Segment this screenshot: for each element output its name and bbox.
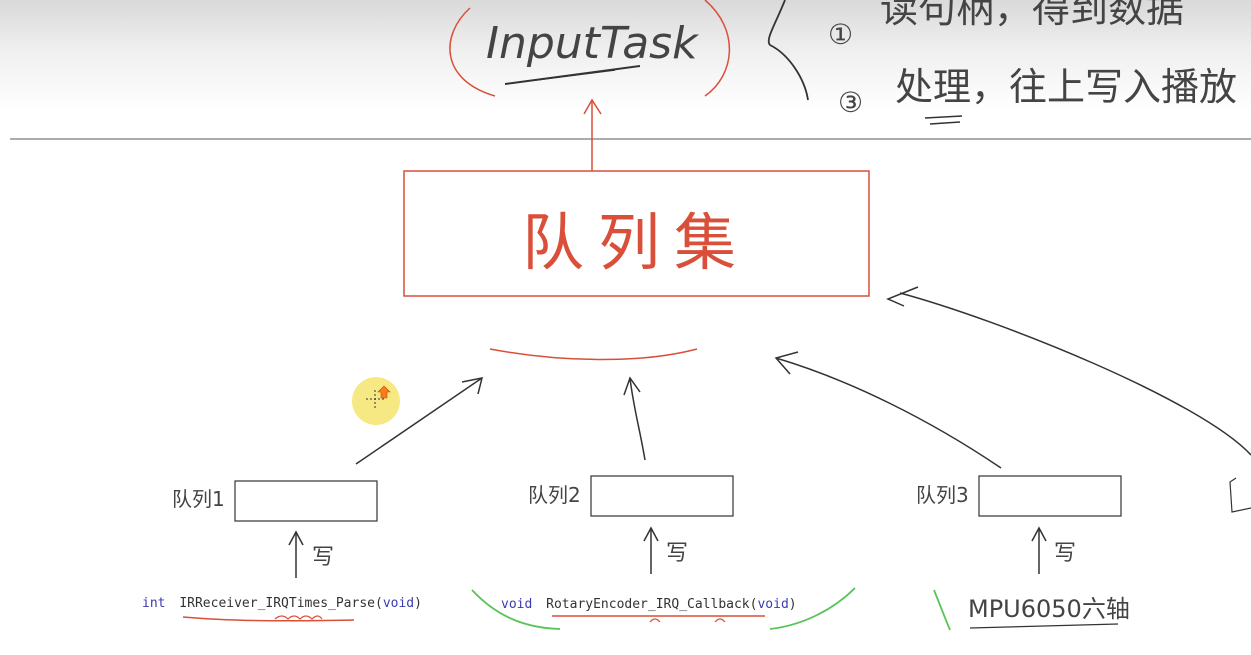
- input-task-label: InputTask: [486, 18, 699, 69]
- source-ir: int IRReceiver_IRQTimes_Parse(void): [142, 596, 422, 622]
- arrow-queue1-to-set: [355, 377, 483, 465]
- queue-set-box: [403, 170, 870, 297]
- queue-1-label: 队列1: [172, 487, 225, 511]
- queue-set-arc: [489, 348, 698, 361]
- pointer-highlight: [352, 377, 400, 425]
- queue-4-partial: [1229, 477, 1251, 513]
- arrow-queue3-to-set: [775, 357, 1002, 469]
- arrow-queue3-head: [774, 351, 799, 375]
- source-encoder-arc-right: [769, 587, 856, 630]
- source-mpu: MPU6050六轴: [933, 589, 1130, 631]
- queue-2-box: [590, 475, 734, 517]
- arrow-queue2-head: [623, 376, 641, 396]
- queue-2-write-label: 写: [666, 541, 688, 566]
- note-1-marker: ①: [828, 18, 853, 51]
- source-encoder-function-name: RotaryEncoder_IRQ_Callback: [546, 597, 750, 612]
- queue-1-box: [234, 480, 378, 522]
- source-encoder: void RotaryEncoder_IRQ_Callback(void): [471, 587, 856, 630]
- arrow-to-input-task: [583, 98, 602, 171]
- notes-group: ① 读句柄，得到数据 ③ 处理，往上写入播放: [828, 0, 1237, 125]
- queue-arrows: [355, 286, 1251, 469]
- source-encoder-param: void: [757, 597, 788, 612]
- arrow-queue4-to-set: [899, 292, 1251, 456]
- queue-set-label: 队列集: [522, 206, 750, 279]
- crosshair-icon: [366, 390, 384, 408]
- source-mpu-underline: [969, 623, 1119, 629]
- queue-3: 队列3 写: [916, 475, 1122, 574]
- source-ir-underline: [182, 616, 355, 622]
- top-gradient-band: [0, 0, 1251, 110]
- note-1-text: 读句柄，得到数据: [880, 0, 1184, 31]
- queue-3-label: 队列3: [916, 483, 969, 507]
- source-ir-function-name: IRReceiver_IRQTimes_Parse: [179, 596, 375, 611]
- queue-1: 队列1 写: [172, 480, 378, 578]
- queue-2: 队列2 写: [528, 475, 734, 574]
- input-task-ellipse-left: [449, 7, 496, 97]
- source-encoder-code: void RotaryEncoder_IRQ_Callback(void): [501, 597, 797, 612]
- queue-3-write-label: 写: [1054, 541, 1076, 566]
- source-encoder-arc-left: [471, 589, 561, 630]
- queue-1-write-label: 写: [312, 545, 334, 570]
- queue-2-label: 队列2: [528, 483, 581, 507]
- source-ir-code: int IRReceiver_IRQTimes_Parse(void): [142, 596, 422, 611]
- arrow-queue1-head: [461, 377, 484, 395]
- input-task-ellipse-right: [704, 0, 731, 97]
- input-task-group: InputTask: [449, 0, 731, 97]
- source-encoder-return-type: void: [501, 597, 532, 612]
- queue-3-box: [978, 475, 1122, 517]
- source-ir-param: void: [383, 596, 414, 611]
- source-ir-squiggle: [274, 615, 323, 620]
- source-ir-return-type: int: [142, 596, 165, 611]
- source-mpu-arc: [933, 589, 951, 631]
- brace-mark: [767, 0, 809, 101]
- source-mpu-label: MPU6050六轴: [968, 595, 1130, 623]
- source-encoder-squiggle: [649, 618, 726, 623]
- arrow-queue2-to-set: [629, 377, 646, 461]
- input-task-underline-2: [519, 69, 616, 83]
- note-2-text: 处理，往上写入播放: [895, 65, 1237, 109]
- note-2-marker: ③: [838, 86, 863, 119]
- pen-cursor-icon: [377, 385, 391, 399]
- pointer-cursor: [352, 377, 400, 425]
- note-2-underline: [924, 115, 963, 125]
- arrow-queue4-head: [886, 286, 919, 307]
